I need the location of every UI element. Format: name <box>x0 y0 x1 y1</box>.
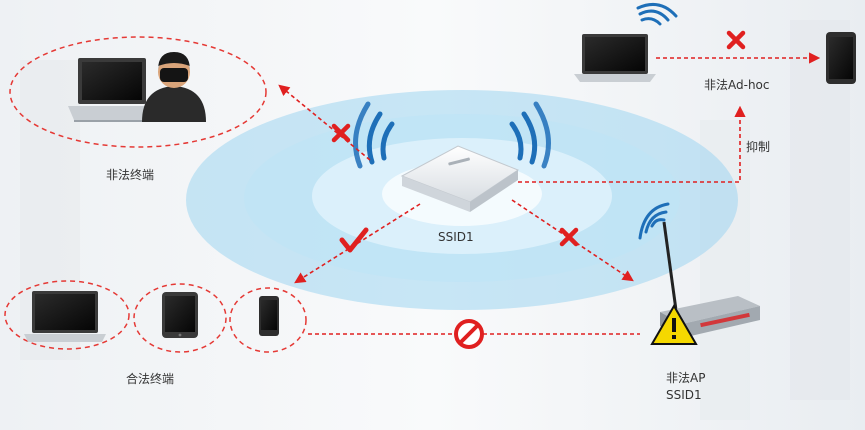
laptop-icon <box>574 34 656 82</box>
rogue-ap-antenna <box>662 221 678 311</box>
phone-icon <box>826 32 856 84</box>
arrow-suppress <box>518 105 746 183</box>
tablet-icon <box>162 292 198 338</box>
illegal-terminal-label: 非法终端 <box>106 168 155 182</box>
laptop-icon <box>24 291 106 342</box>
legal-tablet-ellipse <box>133 283 227 353</box>
arrow-to-illegal-terminal <box>278 84 371 161</box>
rogue-ap-label-line1: 非法AP <box>666 371 706 385</box>
rogue-ap-label-line2: SSID1 <box>666 388 702 402</box>
legal-terminal-label: 合法终端 <box>126 372 175 386</box>
check-icon <box>339 227 369 253</box>
ssid-label: SSID1 <box>438 230 474 244</box>
cross-icon <box>559 227 579 247</box>
warning-icon <box>650 304 698 345</box>
legal-laptop-ellipse <box>4 280 130 350</box>
signal-wave-icon <box>353 101 551 169</box>
signal-wave-icon <box>638 202 670 240</box>
legal-phone-ellipse <box>229 287 307 353</box>
phone-icon <box>259 296 279 336</box>
prohibited-icon <box>454 319 484 349</box>
rogue-ap-label: 非法AP SSID1 <box>666 370 705 404</box>
hacker-icon <box>142 52 206 122</box>
cross-icon <box>726 30 746 50</box>
illegal-terminal-ellipse <box>9 36 267 148</box>
suppress-label: 抑制 <box>746 140 771 154</box>
illegal-adhoc-label: 非法Ad-hoc <box>704 78 770 92</box>
cross-icon <box>331 123 351 143</box>
laptop-icon <box>68 58 156 122</box>
signal-wave-icon <box>636 2 678 26</box>
access-point-device <box>400 145 520 212</box>
